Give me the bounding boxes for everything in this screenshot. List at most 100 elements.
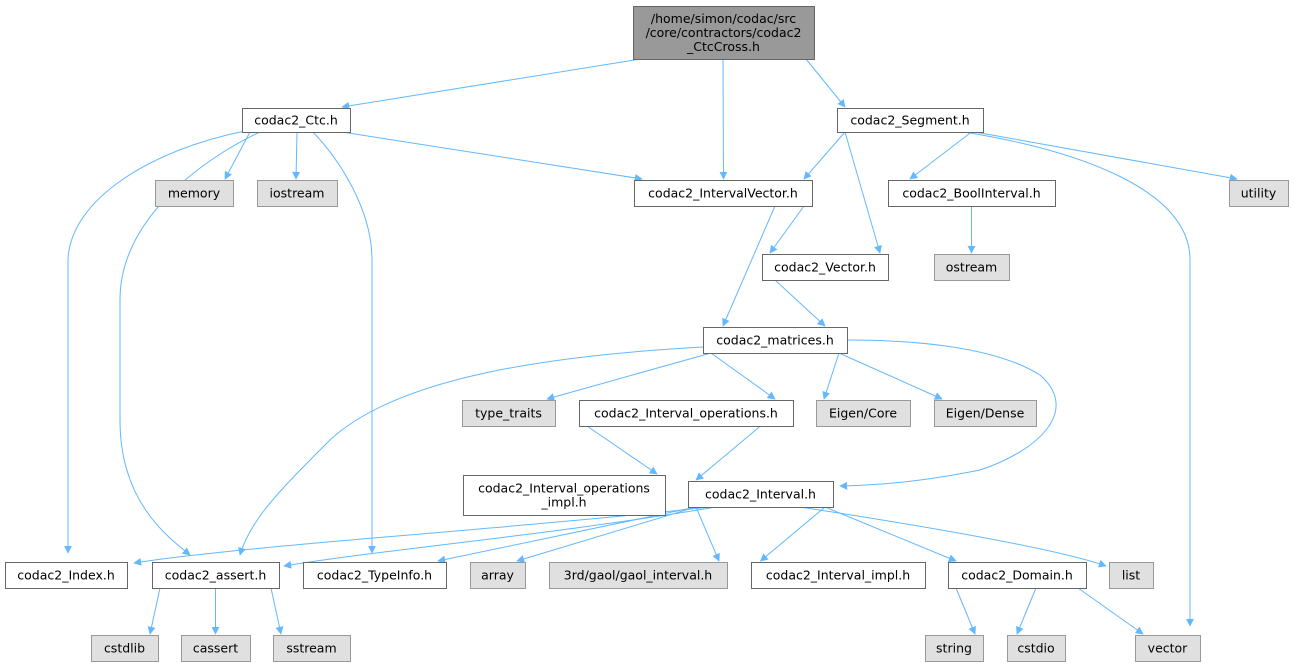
node-label: codac2_Interval_operations.h — [594, 406, 778, 421]
node-box — [1007, 635, 1066, 662]
node-box — [934, 254, 1010, 281]
node-interval[interactable]: codac2_Interval.h — [688, 481, 834, 508]
node-intervalops[interactable]: codac2_Interval_operations.h — [579, 400, 794, 427]
edge-domain-to-vector — [1077, 587, 1144, 635]
node-vector: vector — [1135, 635, 1201, 662]
node-label: 3rd/gaol/gaol_interval.h — [564, 568, 712, 583]
edge-ctc-to-iostream — [292, 131, 301, 180]
node-root[interactable]: /home/simon/codac/src/core/contractors/c… — [633, 6, 815, 60]
edge-assert-to-cstdlib — [147, 587, 161, 635]
node-list: list — [1109, 562, 1154, 589]
edge-line — [1016, 587, 1037, 635]
edge-matrices-to-eigencore — [822, 352, 840, 400]
edge-interval-to-list — [799, 506, 1107, 568]
node-box — [242, 108, 351, 133]
edge-line — [759, 506, 826, 562]
edge-segment-to-intervalvector — [803, 131, 846, 180]
node-box — [925, 635, 984, 662]
node-box — [579, 400, 794, 427]
node-intervalimpl[interactable]: codac2_Interval_impl.h — [751, 562, 926, 589]
node-box — [816, 400, 911, 427]
node-assert[interactable]: codac2_assert.h — [152, 562, 280, 589]
node-intervalvector[interactable]: codac2_IntervalVector.h — [634, 180, 813, 207]
node-label: codac2_Index.h — [17, 568, 115, 583]
node-label: sstream — [286, 641, 336, 656]
edge-line — [695, 506, 720, 562]
node-label: codac2_Domain.h — [961, 568, 1073, 583]
node-label: cstdio — [1017, 641, 1054, 656]
node-box — [934, 400, 1037, 427]
edge-line — [957, 130, 1194, 627]
node-domain[interactable]: codac2_Domain.h — [948, 562, 1087, 589]
node-box — [91, 635, 159, 662]
edge-interval-to-array — [516, 506, 697, 563]
node-intervalopsimpl[interactable]: codac2_Interval_operations_impl.h — [463, 475, 666, 516]
node-box — [634, 180, 813, 207]
node-box — [1135, 635, 1201, 662]
node-box — [549, 562, 728, 589]
edge-ctc-to-assert — [119, 130, 263, 556]
node-array: array — [470, 562, 526, 589]
edge-interval-to-domain — [824, 506, 957, 562]
edge-line — [64, 130, 246, 554]
edge-intervalvector-to-matrices — [722, 205, 776, 327]
edge-ctc-to-memory — [224, 131, 251, 180]
node-box — [888, 180, 1056, 207]
node-box — [273, 635, 351, 662]
node-box — [751, 562, 926, 589]
edge-ctc-to-intervalvector — [341, 131, 643, 182]
node-vectorh[interactable]: codac2_Vector.h — [762, 254, 889, 281]
node-eigencore: Eigen/Core — [816, 400, 911, 427]
node-index[interactable]: codac2_Index.h — [5, 562, 128, 589]
edge-matrices-to-interval — [839, 339, 1057, 490]
node-label: cassert — [193, 641, 238, 656]
edge-line — [341, 58, 642, 110]
edge-line — [824, 506, 957, 562]
node-box — [633, 6, 815, 60]
node-cstdio: cstdio — [1007, 635, 1066, 662]
edges-layer — [64, 58, 1238, 635]
edge-line — [955, 587, 976, 635]
node-label: Eigen/Dense — [946, 406, 1025, 421]
node-label: ostream — [946, 260, 997, 275]
edge-matrices-to-assert — [238, 346, 704, 556]
edge-ctc-to-typeinfo — [311, 130, 376, 554]
node-boolinterval[interactable]: codac2_BoolInterval.h — [888, 180, 1056, 207]
edge-line — [238, 346, 704, 556]
node-typeinfo[interactable]: codac2_TypeInfo.h — [303, 562, 447, 589]
node-label: utility — [1241, 186, 1277, 201]
nodes-layer: /home/simon/codac/src/core/contractors/c… — [5, 6, 1289, 662]
edge-line — [270, 587, 284, 635]
node-box — [762, 254, 889, 281]
node-label: codac2_matrices.h — [716, 333, 834, 348]
node-matrices[interactable]: codac2_matrices.h — [703, 327, 848, 354]
edge-line — [695, 425, 761, 481]
node-box — [470, 562, 526, 589]
edge-matrices-to-type_traits — [546, 352, 712, 401]
edge-line — [822, 352, 840, 400]
node-segment[interactable]: codac2_Segment.h — [837, 108, 984, 133]
edge-line — [311, 130, 376, 554]
node-label: Eigen/Core — [829, 406, 897, 421]
node-box — [837, 108, 984, 133]
node-box — [703, 327, 848, 354]
node-label: codac2_IntervalVector.h — [648, 186, 798, 201]
node-box — [948, 562, 1087, 589]
node-label: /core/contractors/codac2 — [646, 25, 802, 40]
edge-interval-to-index — [133, 506, 711, 566]
edge-line — [283, 506, 717, 569]
edge-intervalops-to-interval — [695, 425, 761, 481]
edge-segment-to-vector — [957, 130, 1194, 627]
edge-interval-to-intervalimpl — [759, 506, 826, 562]
edge-line — [546, 352, 712, 401]
edge-domain-to-cstdio — [1016, 587, 1037, 635]
edge-interval-to-gaol — [695, 506, 720, 562]
edge-segment-to-vectorh — [844, 131, 882, 254]
edge-assert-to-sstream — [270, 587, 284, 635]
node-label: type_traits — [475, 406, 542, 421]
edge-line — [844, 131, 882, 254]
edge-line — [341, 131, 643, 182]
edge-line — [586, 425, 658, 475]
node-ctc[interactable]: codac2_Ctc.h — [242, 108, 351, 133]
edge-line — [224, 131, 251, 180]
